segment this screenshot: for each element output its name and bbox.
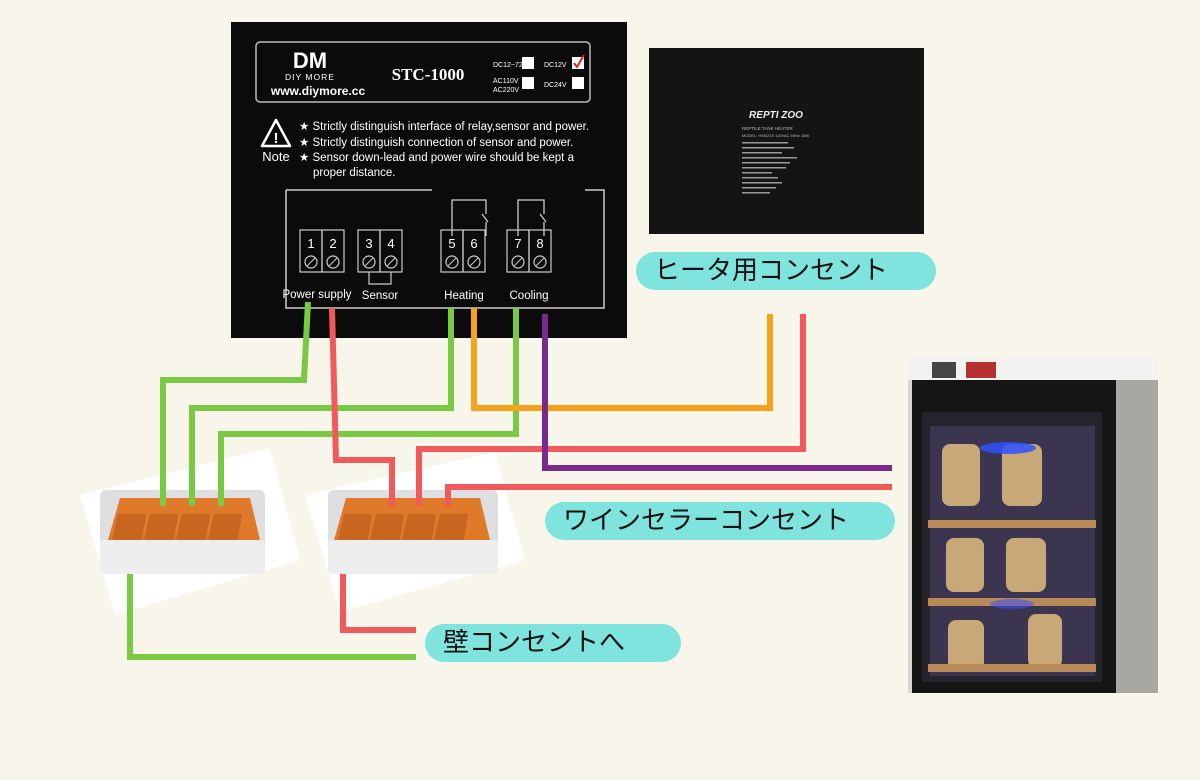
group-label-power-supply: Power supply xyxy=(282,289,351,301)
note-line-2: ★ Strictly distinguish connection of sen… xyxy=(299,137,573,149)
brand-name: DIY MORE xyxy=(285,72,335,82)
warning-icon xyxy=(260,118,292,148)
checkbox-dc24v xyxy=(572,77,584,89)
svg-text:1: 1 xyxy=(307,236,314,251)
model-title: STC-1000 xyxy=(392,65,465,84)
brand-logo: DM xyxy=(293,48,327,73)
wine-cellar-photo xyxy=(908,358,1158,693)
voltage-option-ac220v: AC220V xyxy=(493,87,519,94)
voltage-option-dc12-72v: DC12~72V xyxy=(493,62,528,69)
heater-outlet-label: ヒータ用コンセント xyxy=(636,252,936,290)
svg-text:7: 7 xyxy=(514,236,521,251)
wire-orange-t6 xyxy=(471,308,773,411)
reptile-heater-panel: REPTI ZOO REPTILE TANK HEATER MODEL: HM0… xyxy=(649,48,924,234)
wire-red-wine xyxy=(445,484,892,506)
svg-text:3: 3 xyxy=(365,236,372,251)
wire-purple-t8 xyxy=(542,314,892,471)
voltage-option-dc12v: DC12V xyxy=(544,62,567,69)
voltage-option-dc24v: DC24V xyxy=(544,82,567,89)
terminal-2: 2 xyxy=(321,229,345,273)
wire-red-heater xyxy=(416,314,806,506)
lever-connector-left xyxy=(80,448,300,615)
voltage-option-ac110v: AC110V xyxy=(493,78,519,85)
checkbox-dc12-72v xyxy=(522,57,534,69)
group-label-heating: Heating xyxy=(444,290,484,302)
wire-red-t2 xyxy=(329,307,395,506)
wine-outlet-label: ワインセラーコンセント xyxy=(545,502,895,540)
terminal-6: 6 xyxy=(462,229,486,273)
svg-text:6: 6 xyxy=(470,236,477,251)
heater-spec: MODEL: HM021S 110VAC 60Hz 16W xyxy=(742,133,809,138)
heater-brand: REPTI ZOO xyxy=(749,110,803,121)
svg-text:4: 4 xyxy=(387,236,394,251)
group-label-cooling: Cooling xyxy=(510,290,549,302)
group-label-sensor: Sensor xyxy=(362,290,399,302)
website: www.diymore.cc xyxy=(270,84,366,98)
note-line-4: proper distance. xyxy=(313,167,395,179)
svg-text:2: 2 xyxy=(329,236,336,251)
wire-green-wall xyxy=(127,574,416,660)
terminal-8: 8 xyxy=(528,229,552,273)
svg-text:5: 5 xyxy=(448,236,455,251)
wire-green-t5 xyxy=(189,308,454,506)
lever-connector-right xyxy=(305,452,525,612)
checkbox-ac xyxy=(522,77,534,89)
stc1000-controller: DM DIY MORE www.diymore.cc STC-1000 DC12… xyxy=(231,22,627,338)
note-label: Note xyxy=(262,149,289,164)
wire-green-t7 xyxy=(218,308,519,506)
svg-text:!: ! xyxy=(274,130,279,147)
heater-subtitle: REPTILE TANK HEATER xyxy=(742,126,794,131)
note-line-3: ★ Sensor down-lead and power wire should… xyxy=(299,152,575,164)
wire-green-t1 xyxy=(160,301,311,506)
check-mark-icon xyxy=(573,54,585,69)
note-line-1: ★ Strictly distinguish interface of rela… xyxy=(299,121,589,133)
wire-red-wall xyxy=(340,574,416,633)
wall-outlet-label: 壁コンセントへ xyxy=(425,624,681,662)
svg-text:8: 8 xyxy=(536,236,543,251)
